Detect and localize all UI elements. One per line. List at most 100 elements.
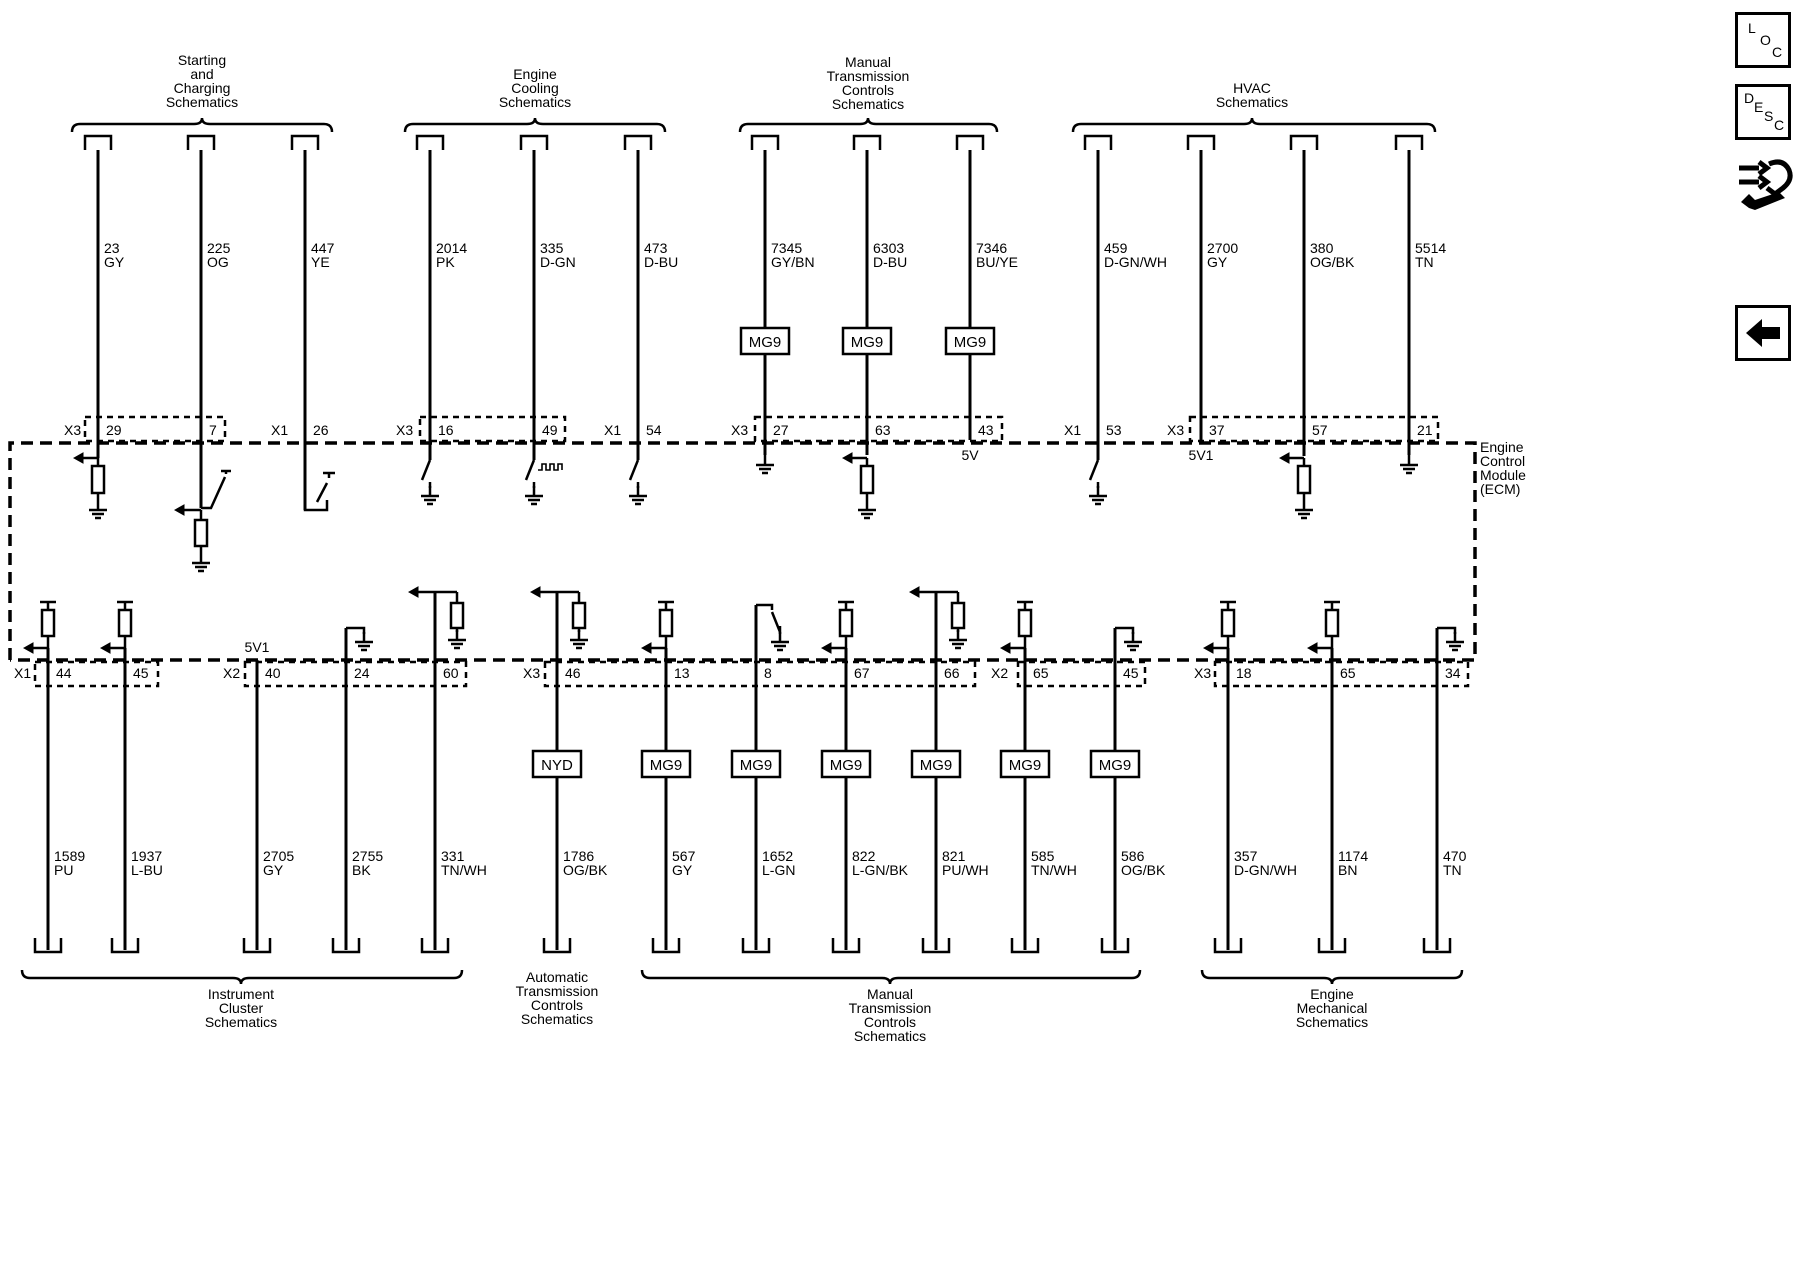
connector-icon: [1083, 134, 1113, 150]
resistor-icon: [1324, 608, 1340, 638]
connector-group-box: [1188, 415, 1440, 443]
description-button[interactable]: D E S C: [1735, 84, 1791, 140]
circuit-number: 585: [1031, 848, 1055, 864]
circuit-number: 380: [1310, 240, 1334, 256]
resistor-icon: [1017, 608, 1033, 638]
group-label-line: Engine: [513, 66, 557, 82]
ground-icon: [89, 500, 107, 520]
ground-icon: [1400, 455, 1418, 475]
wire-color: GY: [672, 862, 693, 878]
ground-icon: [949, 630, 967, 650]
connector-icon: [415, 134, 445, 150]
wire-color: D-GN/WH: [1104, 254, 1167, 270]
arrow-left-icon: [908, 586, 936, 598]
ground-icon: [1124, 632, 1142, 652]
switch-to-ground: [628, 459, 647, 506]
desc-letter-s: S: [1764, 108, 1774, 124]
circuit-number: 2700: [1207, 240, 1238, 256]
option-label: MG9: [749, 334, 782, 351]
pulldown-resistor: [841, 452, 876, 520]
resistor-icon: [950, 601, 966, 630]
option-box: [640, 749, 692, 779]
circuit-number: 586: [1121, 848, 1145, 864]
wire-color: L-GN: [762, 862, 795, 878]
group-brace: [738, 117, 999, 133]
wire-color: PU: [54, 862, 73, 878]
ground-icon: [756, 455, 774, 475]
pullup-resistor: [1306, 600, 1340, 654]
group-label-line: Schematics: [499, 94, 571, 110]
connector-icon: [831, 938, 861, 954]
connector-icon: [33, 938, 63, 954]
pin-number: 65: [1033, 665, 1049, 681]
arrow-left-icon: [407, 586, 435, 598]
pullup-resistor: [820, 600, 854, 654]
ground-icon: [421, 486, 439, 506]
group-label-line: Schematics: [832, 96, 904, 112]
connector-id: X3: [64, 422, 81, 438]
group-label-line: Cluster: [219, 1000, 264, 1016]
ecm-dashed-outline: [8, 441, 1477, 662]
circuit-number: 357: [1234, 848, 1258, 864]
group-label-line: HVAC: [1233, 80, 1271, 96]
wire-color: L-BU: [131, 862, 163, 878]
group-label-line: Schematics: [854, 1028, 926, 1044]
arrow-left-icon: [99, 642, 125, 654]
wire-color: D-BU: [873, 254, 907, 270]
connector-group-box: [543, 660, 977, 688]
connector-icon: [852, 134, 882, 150]
circuit-number: 1786: [563, 848, 594, 864]
ground-icon: [1295, 500, 1313, 520]
circuit-number: 331: [441, 848, 465, 864]
ground-icon: [525, 486, 543, 506]
pin-number: 26: [313, 422, 329, 438]
connector-icon: [242, 938, 272, 954]
connector-icon: [741, 938, 771, 954]
wire-color: OG/BK: [1310, 254, 1355, 270]
pin-number: 34: [1445, 665, 1461, 681]
location-button[interactable]: L O C: [1735, 12, 1791, 68]
circuit-number: 1589: [54, 848, 85, 864]
back-arrow-icon: [1746, 319, 1780, 347]
connector-group-box: [33, 660, 160, 688]
connector-icon: [290, 134, 320, 150]
circuit-number: 447: [311, 240, 335, 256]
pulldown-resistor: [72, 452, 107, 520]
repair-procedures-icon[interactable]: [1735, 158, 1795, 216]
circuit-number: 473: [644, 240, 668, 256]
arrow-left-icon: [1202, 642, 1228, 654]
ground-icon: [192, 553, 210, 573]
module-name-line: Module: [1480, 467, 1526, 483]
pin-number: 37: [1209, 422, 1225, 438]
connector-group-box: [83, 415, 227, 443]
circuit-number: 470: [1443, 848, 1467, 864]
pin-number: 16: [438, 422, 454, 438]
connector-icon: [955, 134, 985, 150]
group-label-line: Schematics: [521, 1011, 593, 1027]
ground-icon: [629, 486, 647, 506]
connector-icon: [1213, 938, 1243, 954]
circuit-number: 567: [672, 848, 696, 864]
pin-number: 49: [542, 422, 558, 438]
connector-id: X3: [1194, 665, 1211, 681]
ground-hook: [1437, 626, 1464, 652]
back-button[interactable]: [1735, 305, 1791, 361]
top-wires: 23GY29X3225OG7447YE26X12014PK16X3335D-GN…: [64, 134, 1446, 573]
connector-icon: [519, 134, 549, 150]
circuit-number: 7346: [976, 240, 1007, 256]
